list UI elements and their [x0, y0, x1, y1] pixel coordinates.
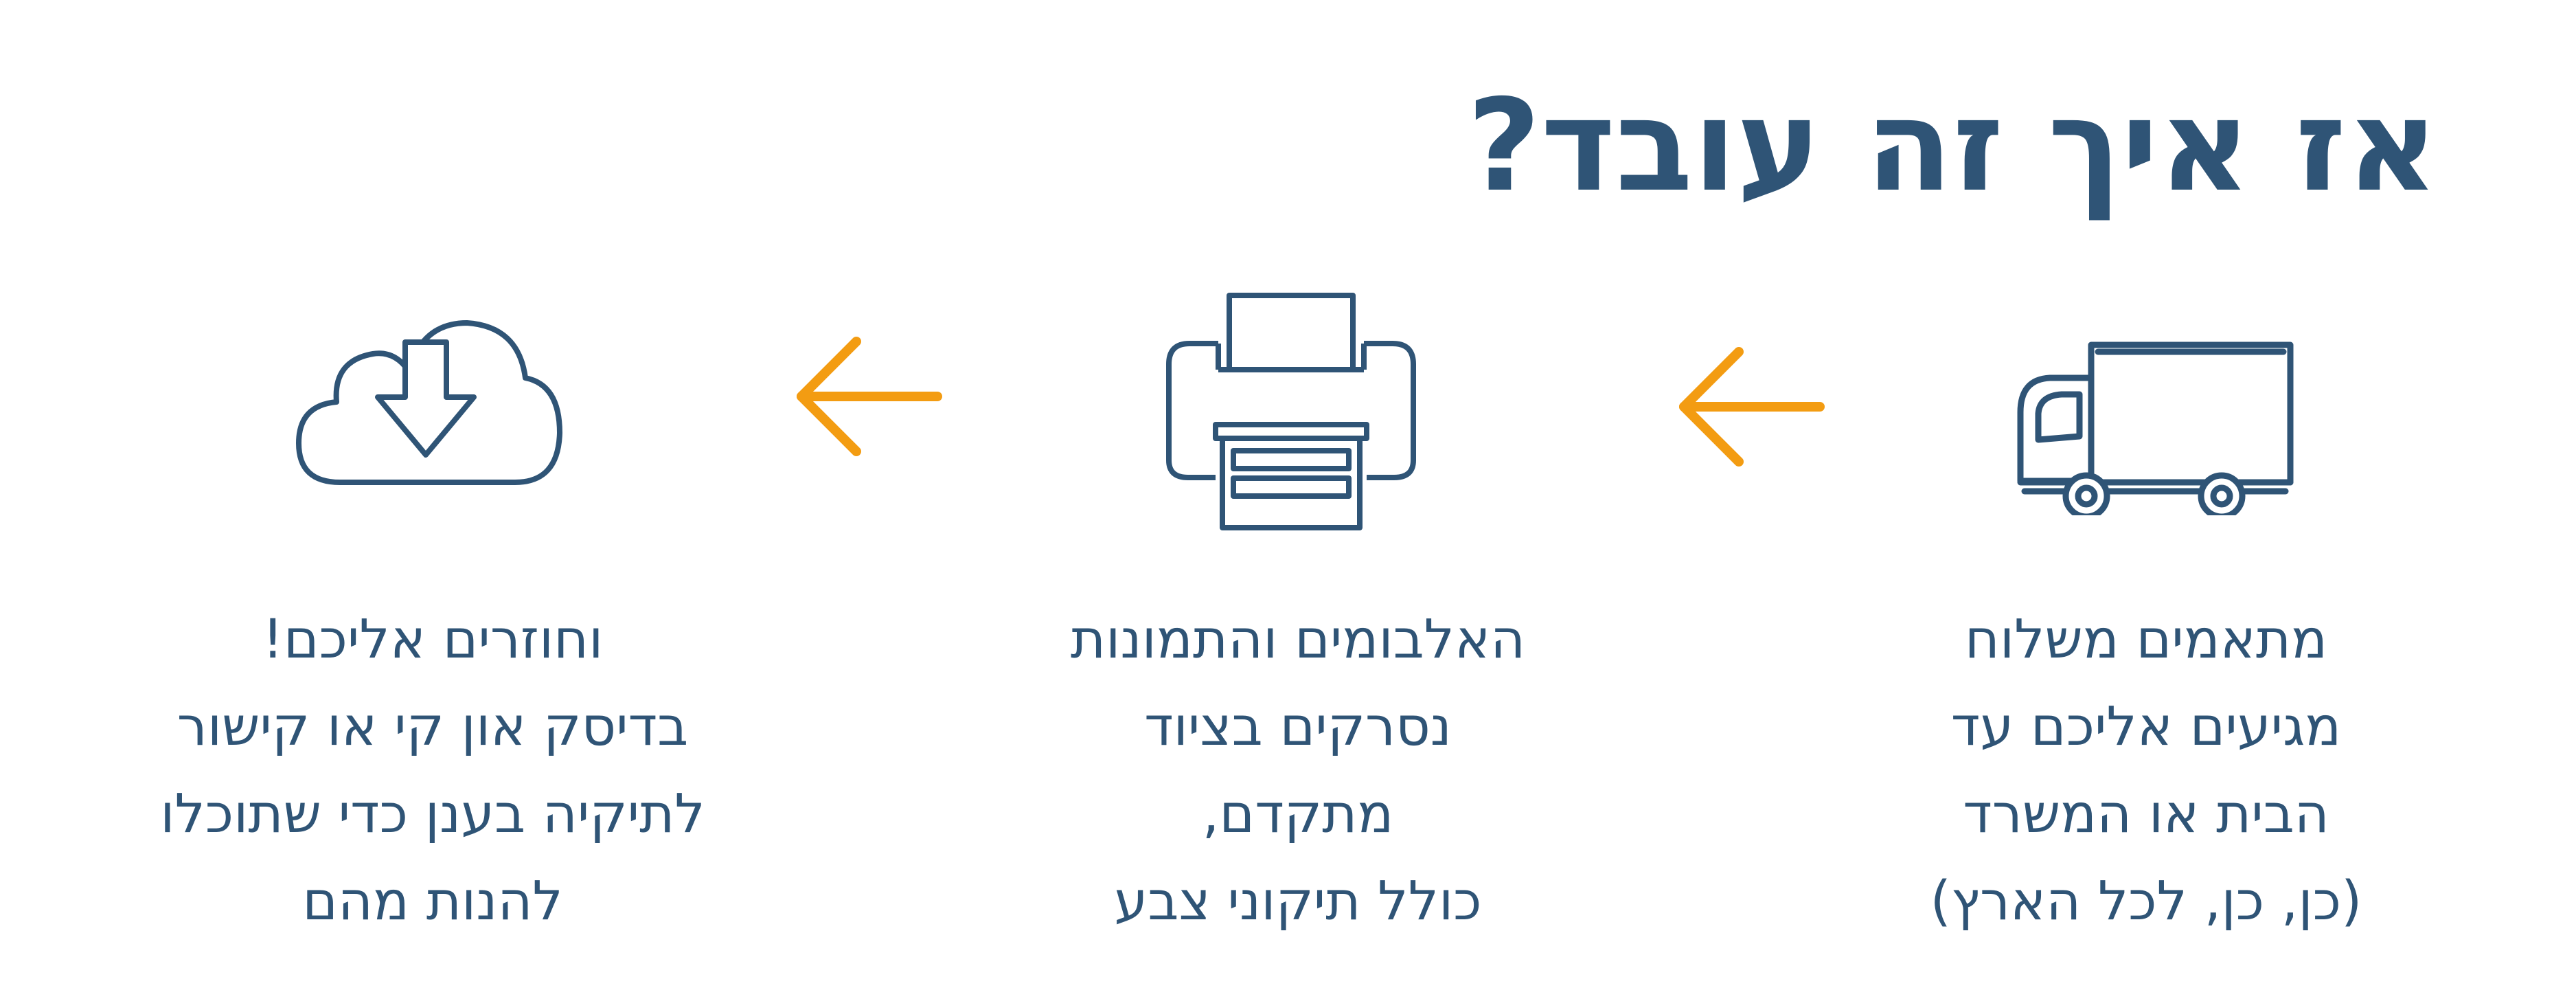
step-line: להנות מהם	[302, 871, 563, 932]
step-line: וחוזרים אליכם!	[262, 609, 604, 671]
step-line: מתקדם,	[1202, 783, 1394, 845]
step-description: וחוזרים אליכם! בדיסק און קי או קישור לתי…	[89, 596, 776, 945]
cloud-download-icon	[292, 302, 567, 495]
step-line: מתאמים משלוח	[1964, 609, 2328, 671]
step-line: כולל תיקוני צבע	[1114, 871, 1482, 932]
step-description: האלבומים והתמונות נסרקים בציוד מתקדם, כו…	[989, 596, 1607, 945]
step-description: מתאמים משלוח מגיעים אליכם עד הבית או המש…	[1851, 596, 2441, 945]
page-title: אז איך זה עובד?	[1467, 71, 2439, 220]
step-line: בדיסק און קי או קישור	[176, 696, 689, 758]
truck-icon	[2005, 337, 2307, 515]
arrow-left-icon	[793, 333, 944, 473]
step-line: נסרקים בציוד	[1144, 696, 1452, 758]
printer-scanner-icon	[1161, 289, 1422, 536]
step-line: מגיעים אליכם עד	[1950, 696, 2342, 758]
step-line: האלבומים והתמונות	[1070, 609, 1526, 671]
step-line: (כן, כן, לכל הארץ)	[1930, 871, 2362, 932]
step-line: הבית או המשרד	[1963, 783, 2329, 845]
step-line: לתיקיה בענן כדי שתוכלו	[160, 783, 705, 845]
arrow-left-icon	[1676, 344, 1827, 484]
